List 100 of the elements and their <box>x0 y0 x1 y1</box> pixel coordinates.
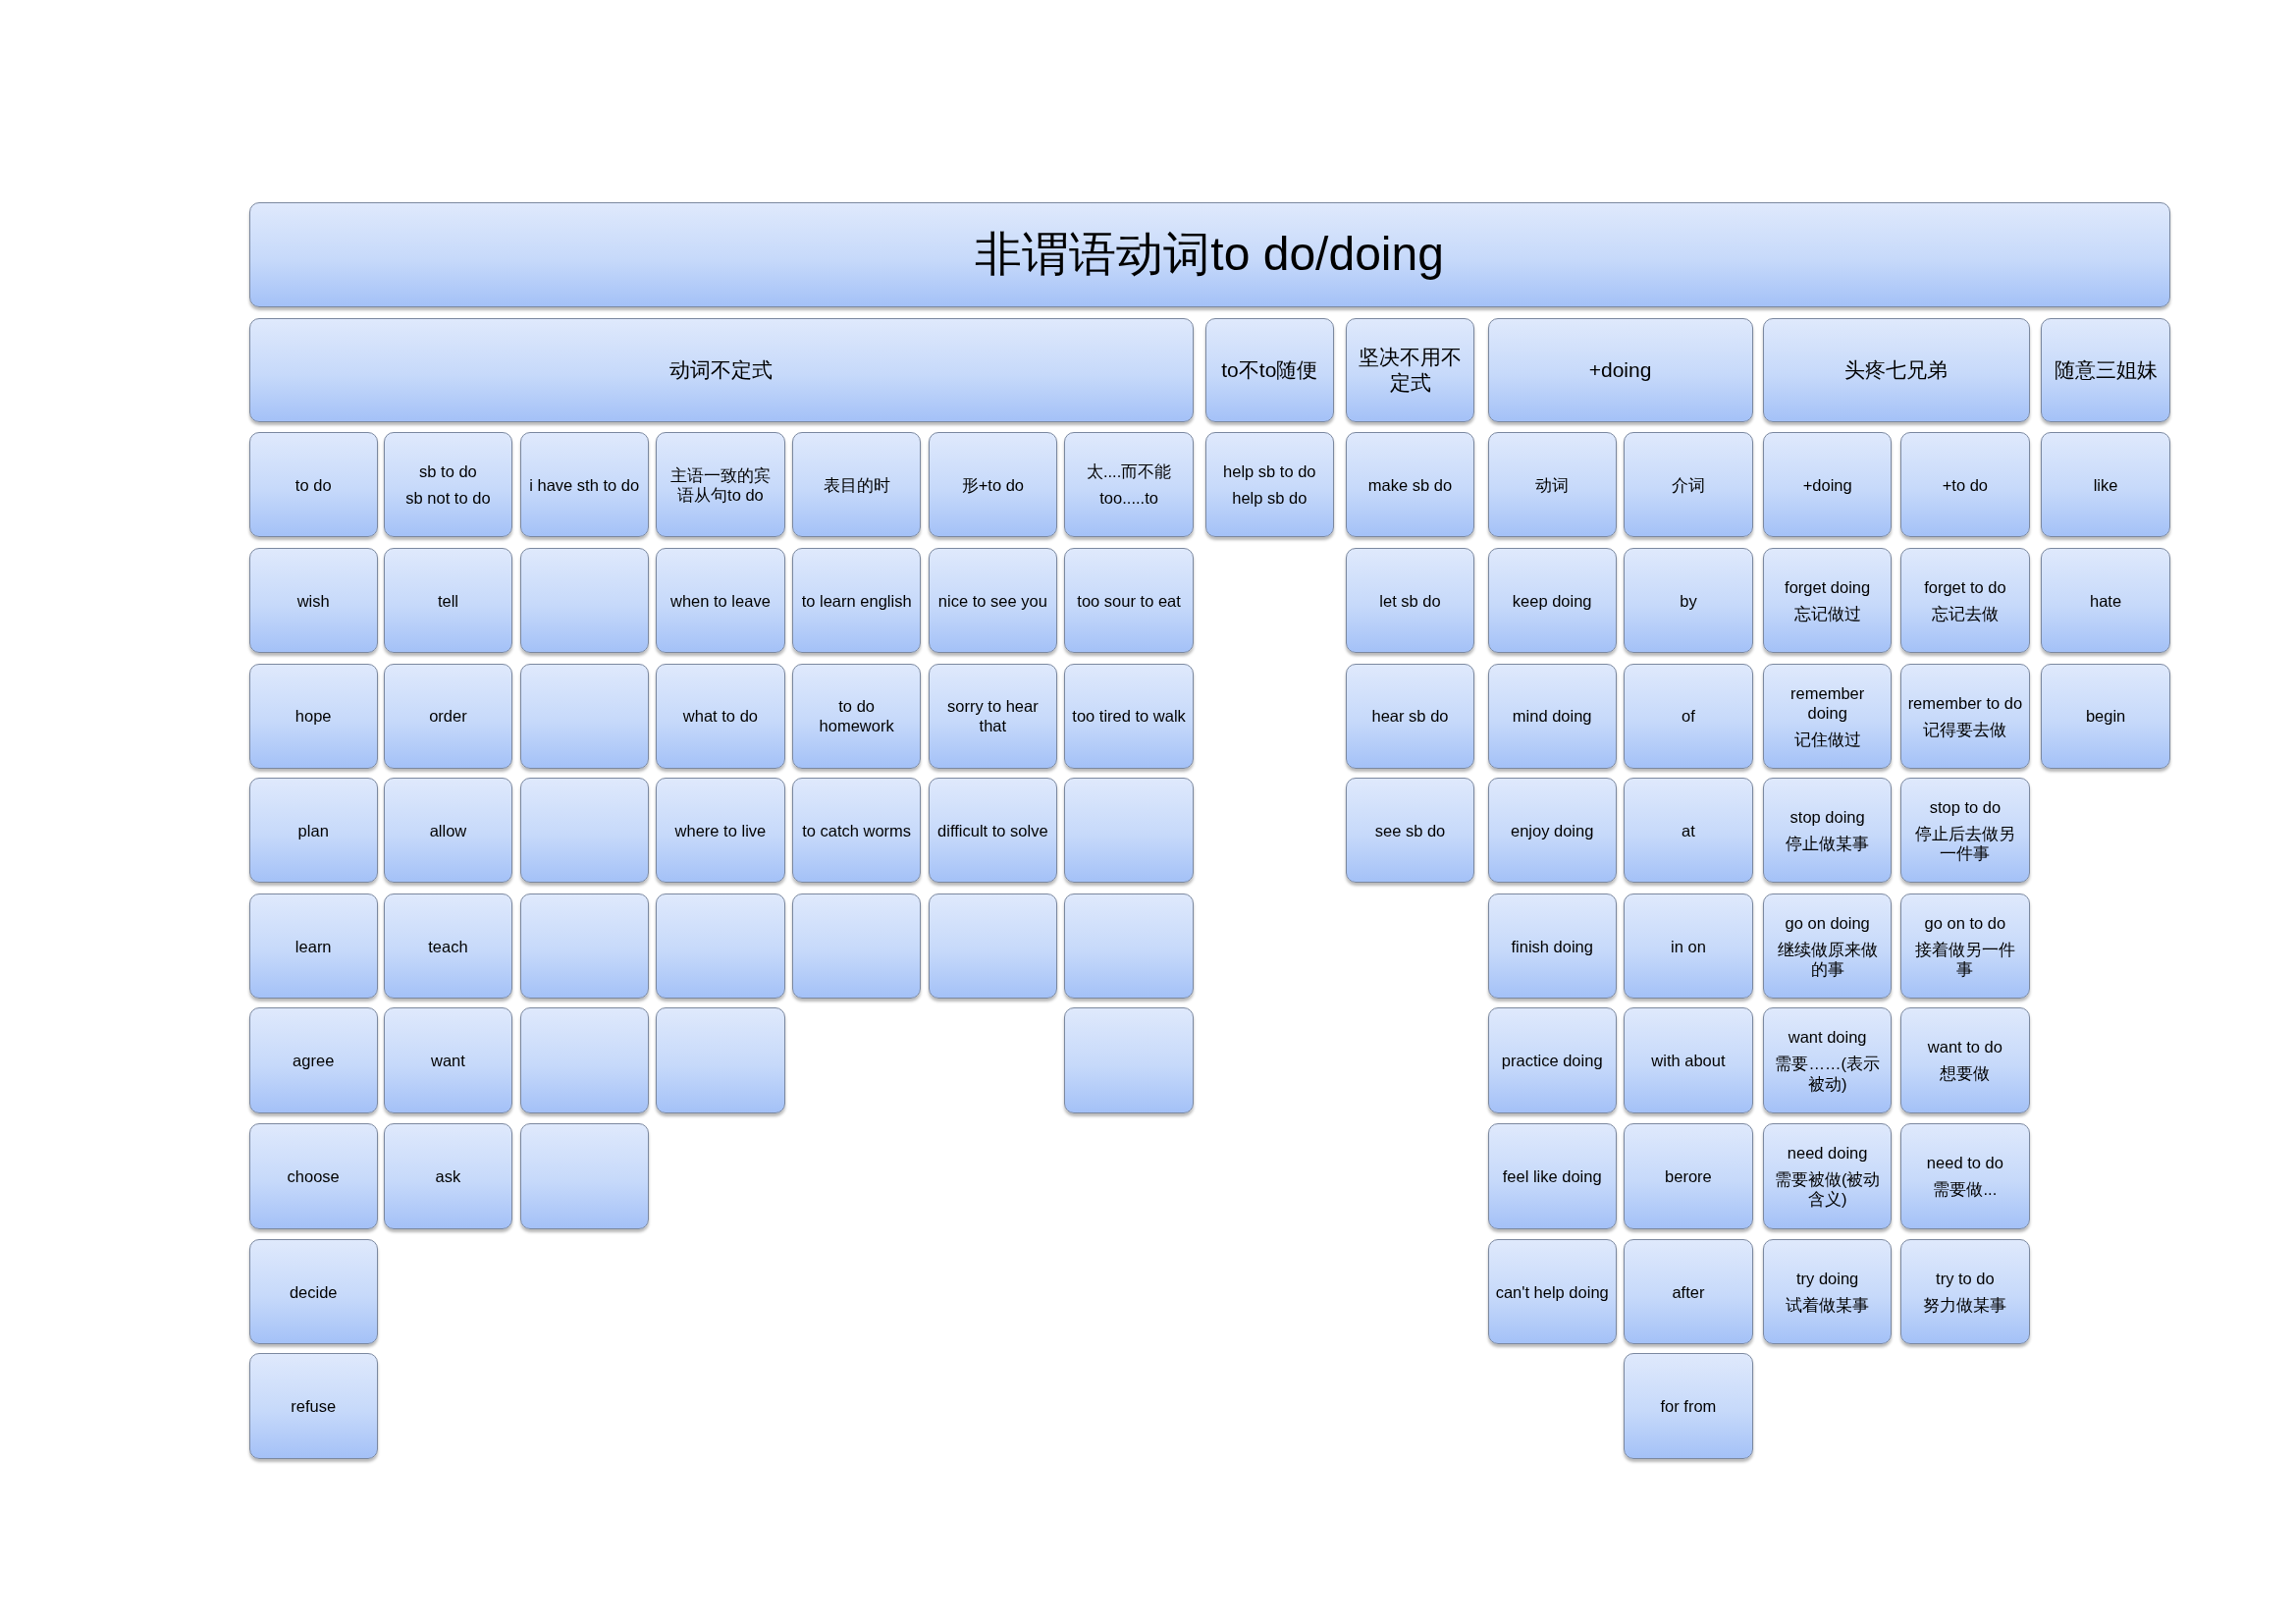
cell-label: see sb do <box>1374 820 1446 840</box>
category-box <box>248 317 1194 422</box>
cell-label: to do <box>294 474 332 495</box>
empty-cell <box>519 1007 649 1113</box>
empty-cell <box>928 893 1057 1000</box>
cell-label: where to live <box>674 820 767 840</box>
term-cell <box>792 547 922 654</box>
empty-cell <box>519 893 649 1000</box>
cell-label: 接着做另一件事 <box>1913 940 2016 980</box>
cell-label: 记住做过 <box>1793 730 1861 750</box>
term-cell <box>1624 1007 1753 1113</box>
cell-label: try doing <box>1796 1269 1859 1289</box>
cell-label: begin <box>2085 706 2126 727</box>
cell-label: can't help doing <box>1495 1281 1609 1302</box>
category-label: 动词不定式 <box>669 356 774 383</box>
empty-cell <box>1064 1007 1194 1113</box>
term-cell <box>1763 663 1893 770</box>
term-cell <box>792 663 922 770</box>
cell-label: practice doing <box>1501 1050 1603 1071</box>
cell-label: 试着做某事 <box>1786 1295 1870 1316</box>
term-cell <box>1900 778 2030 884</box>
cell-label: to do homework <box>818 696 895 736</box>
term-cell <box>1900 432 2030 538</box>
cell-label: let sb do <box>1379 590 1441 611</box>
cell-label: 记得要去做 <box>1923 719 2007 740</box>
empty-cell <box>656 1007 785 1113</box>
cell-label: stop to do <box>1929 797 2002 818</box>
term-cell <box>248 1353 378 1459</box>
term-cell <box>248 1007 378 1113</box>
term-cell <box>928 432 1057 538</box>
empty-cell <box>1064 778 1194 884</box>
term-cell <box>248 893 378 1000</box>
cell-label: try to do <box>1936 1269 1995 1289</box>
cell-label: hate <box>2090 590 2122 611</box>
cell-label: 忘记做过 <box>1793 604 1861 624</box>
cell-label: for from <box>1660 1395 1717 1417</box>
cell-label: allow <box>429 820 467 840</box>
cell-label: 努力做某事 <box>1923 1295 2007 1316</box>
term-cell <box>1900 1123 2030 1229</box>
term-cell <box>383 1007 513 1113</box>
empty-cell <box>519 1123 649 1229</box>
term-cell <box>2041 432 2170 538</box>
cell-label: when to leave <box>670 590 771 611</box>
cell-label: ask <box>435 1165 461 1186</box>
term-cell <box>1624 1353 1753 1459</box>
cell-label: what to do <box>682 706 758 727</box>
cell-label: forget doing <box>1785 576 1871 598</box>
cell-label: 停止后去做另一件事 <box>1913 824 2016 864</box>
term-cell <box>383 663 513 770</box>
cell-label: 需要做... <box>1933 1179 1998 1200</box>
cell-label: hope <box>294 706 332 727</box>
term-cell <box>1763 432 1893 538</box>
term-cell <box>2041 663 2170 770</box>
empty-cell <box>519 547 649 654</box>
cell-label: feel like doing <box>1502 1165 1602 1186</box>
cell-label: 需要……(表示被动) <box>1774 1054 1881 1094</box>
term-cell <box>1624 893 1753 1000</box>
term-cell <box>1064 432 1194 538</box>
cell-label: nice to see you <box>937 590 1047 611</box>
term-cell <box>519 432 649 538</box>
term-cell <box>656 663 785 770</box>
term-cell <box>1900 547 2030 654</box>
cell-label: 表目的时 <box>823 474 890 495</box>
cell-label: at <box>1682 820 1695 840</box>
cell-label: help sb do <box>1232 488 1308 509</box>
term-cell <box>928 547 1057 654</box>
cell-label: make sb do <box>1367 474 1453 495</box>
term-cell <box>1345 663 1475 770</box>
cell-label: 停止做某事 <box>1786 834 1870 854</box>
cell-label: hear sb do <box>1371 706 1449 727</box>
cell-label: in on <box>1671 936 1706 956</box>
cell-label: with about <box>1651 1050 1726 1071</box>
cell-label: need doing <box>1787 1143 1868 1164</box>
cell-label: remember doing <box>1789 682 1866 723</box>
term-cell <box>1624 547 1753 654</box>
term-cell <box>1624 1123 1753 1229</box>
cell-label: go on doing <box>1785 912 1870 934</box>
cell-label: too tired to walk <box>1072 706 1186 727</box>
cell-label: help sb to do <box>1223 461 1316 482</box>
term-cell <box>1763 893 1893 1000</box>
cell-label: want <box>431 1050 465 1071</box>
cell-label: berore <box>1665 1165 1712 1186</box>
term-cell <box>2041 547 2170 654</box>
title-banner <box>248 201 2170 308</box>
term-cell <box>1487 663 1617 770</box>
term-cell <box>1763 1239 1893 1345</box>
category-box <box>1487 317 1753 422</box>
cell-label: too sour to eat <box>1077 590 1181 611</box>
term-cell <box>1763 547 1893 654</box>
cell-label: +doing <box>1802 474 1852 495</box>
category-label: +doing <box>1588 356 1652 383</box>
cell-label: 介词 <box>1671 474 1705 495</box>
term-cell <box>928 663 1057 770</box>
cell-label: keep doing <box>1512 590 1592 611</box>
cell-label: 动词 <box>1535 474 1570 495</box>
cell-label: wish <box>296 590 330 611</box>
cell-label: +to do <box>1942 474 1989 495</box>
term-cell <box>1204 432 1334 538</box>
term-cell <box>1345 432 1475 538</box>
cell-label: by <box>1680 590 1697 611</box>
